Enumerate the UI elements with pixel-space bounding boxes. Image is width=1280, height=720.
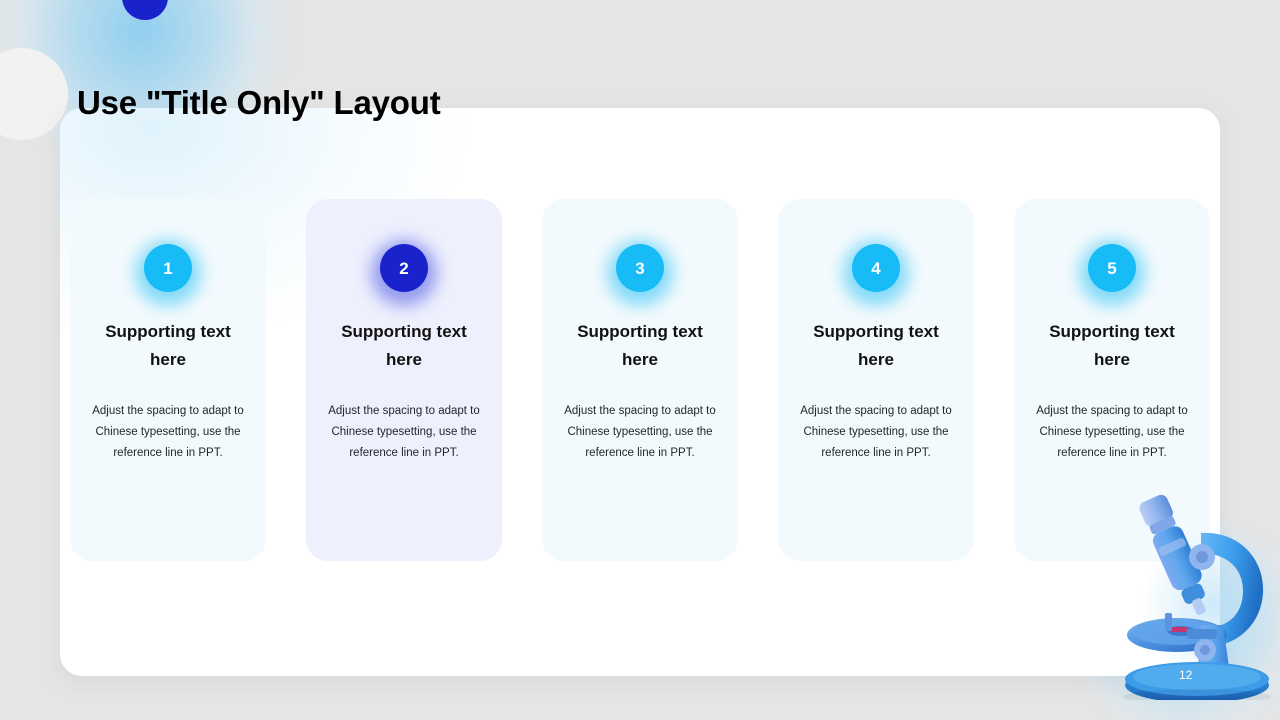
step-number-badge-4: 4 — [852, 244, 900, 292]
step-number-badge-1: 1 — [144, 244, 192, 292]
card-heading-2: Supporting text here — [341, 322, 467, 369]
badge-wrap-2: 2 — [371, 240, 437, 306]
badge-wrap-4: 4 — [843, 240, 909, 306]
card-5[interactable]: 5 Supporting text here Adjust the spacin… — [1014, 199, 1210, 561]
blue-dot-decoration-icon — [122, 0, 168, 20]
badge-wrap-1: 1 — [135, 240, 201, 306]
badge-wrap-5: 5 — [1079, 240, 1145, 306]
card-body-4: Adjust the spacing to adapt to Chinese t… — [800, 405, 952, 459]
step-number-badge-5: 5 — [1088, 244, 1136, 292]
content-panel: 1 Supporting text here Adjust the spacin… — [60, 108, 1220, 676]
light-circle-decoration-icon — [0, 48, 68, 140]
page-number: 12 — [1179, 668, 1193, 682]
card-heading-1: Supporting text here — [105, 322, 231, 369]
card-body-3: Adjust the spacing to adapt to Chinese t… — [564, 405, 716, 459]
card-body-2: Adjust the spacing to adapt to Chinese t… — [328, 405, 480, 459]
card-heading-5: Supporting text here — [1049, 322, 1175, 369]
card-2[interactable]: 2 Supporting text here Adjust the spacin… — [306, 199, 502, 561]
card-body-1: Adjust the spacing to adapt to Chinese t… — [92, 405, 244, 459]
step-number-badge-2: 2 — [380, 244, 428, 292]
card-4[interactable]: 4 Supporting text here Adjust the spacin… — [778, 199, 974, 561]
card-body-5: Adjust the spacing to adapt to Chinese t… — [1036, 405, 1188, 459]
card-row: 1 Supporting text here Adjust the spacin… — [70, 199, 1210, 561]
card-heading-3: Supporting text here — [577, 322, 703, 369]
card-heading-4: Supporting text here — [813, 322, 939, 369]
step-number-badge-3: 3 — [616, 244, 664, 292]
page-title: Use "Title Only" Layout — [77, 84, 441, 122]
card-3[interactable]: 3 Supporting text here Adjust the spacin… — [542, 199, 738, 561]
card-1[interactable]: 1 Supporting text here Adjust the spacin… — [70, 199, 266, 561]
badge-wrap-3: 3 — [607, 240, 673, 306]
